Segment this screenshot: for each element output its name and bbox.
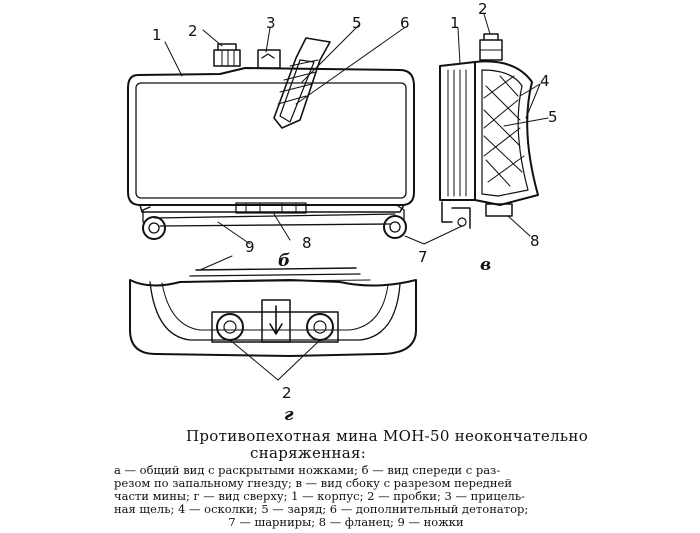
aim-arrow-icon [269,305,283,335]
top-view-plug-right [306,313,334,341]
view-letter-side: в [480,255,491,275]
front-view-window [135,82,407,199]
front-view [127,23,463,245]
label-flange-v: 8 [530,232,540,250]
detonator-cutaway [273,37,331,129]
caption-title: Противопехотная мина МОН-50 неокончатель… [186,428,606,462]
top-view-legs [195,267,357,271]
caption-title-line1: Противопехотная мина МОН-50 неокончатель… [186,427,589,445]
side-view-leg [441,201,471,229]
label-body-v: 1 [450,14,460,32]
label-slit-a: 3 [266,14,276,32]
label-plugs-g: 2 [282,384,292,402]
sight-slit [257,49,281,69]
label-plug-a: 2 [188,22,198,40]
label-legs-a: 9 [245,238,255,256]
caption-legend-line: ная щель; 4 — осколки; 5 — заряд; 6 — до… [114,502,529,516]
caption-title-line2: снаряженная: [250,444,367,462]
label-detonator-a: 6 [400,14,410,32]
sight-arrow-block [261,299,291,343]
front-view-plug [213,49,241,67]
caption-legend-line: 7 — шарниры; 8 — фланец; 9 — ножки [228,515,464,529]
view-letter-front: б [278,251,290,271]
caption-legend-line: части мины; г — вид сверху; 1 — корпус; … [114,489,525,503]
label-body-a: 1 [152,26,162,44]
fragment-case [474,60,539,206]
fuse-plate [211,311,339,343]
label-fragments-v: 4 [540,72,550,90]
label-flange-a: 8 [302,234,312,252]
label-hinge-a: 7 [418,248,428,266]
front-view-fuse-flange [235,202,307,214]
caption-legend-line: а — общий вид с раскрытыми ножками; б — … [114,463,501,477]
label-plug-v: 2 [478,0,488,18]
side-view-flange [485,203,513,217]
caption-legend-line: резом по запальному гнезду; в — вид сбок… [114,476,512,490]
front-view-body [127,67,415,206]
top-view-plug-left [216,313,244,341]
label-charge-v: 5 [548,108,558,126]
view-letter-top: г [284,405,294,425]
caption-legend: а — общий вид с раскрытыми ножками; б — … [114,464,578,529]
right-hinge [383,215,407,239]
label-charge-a: 5 [352,14,362,32]
top-view-body [129,279,417,357]
top-view [129,255,417,381]
side-view-body [439,61,476,201]
side-view [439,13,549,237]
front-view-flange [139,204,405,213]
left-hinge [142,216,166,240]
